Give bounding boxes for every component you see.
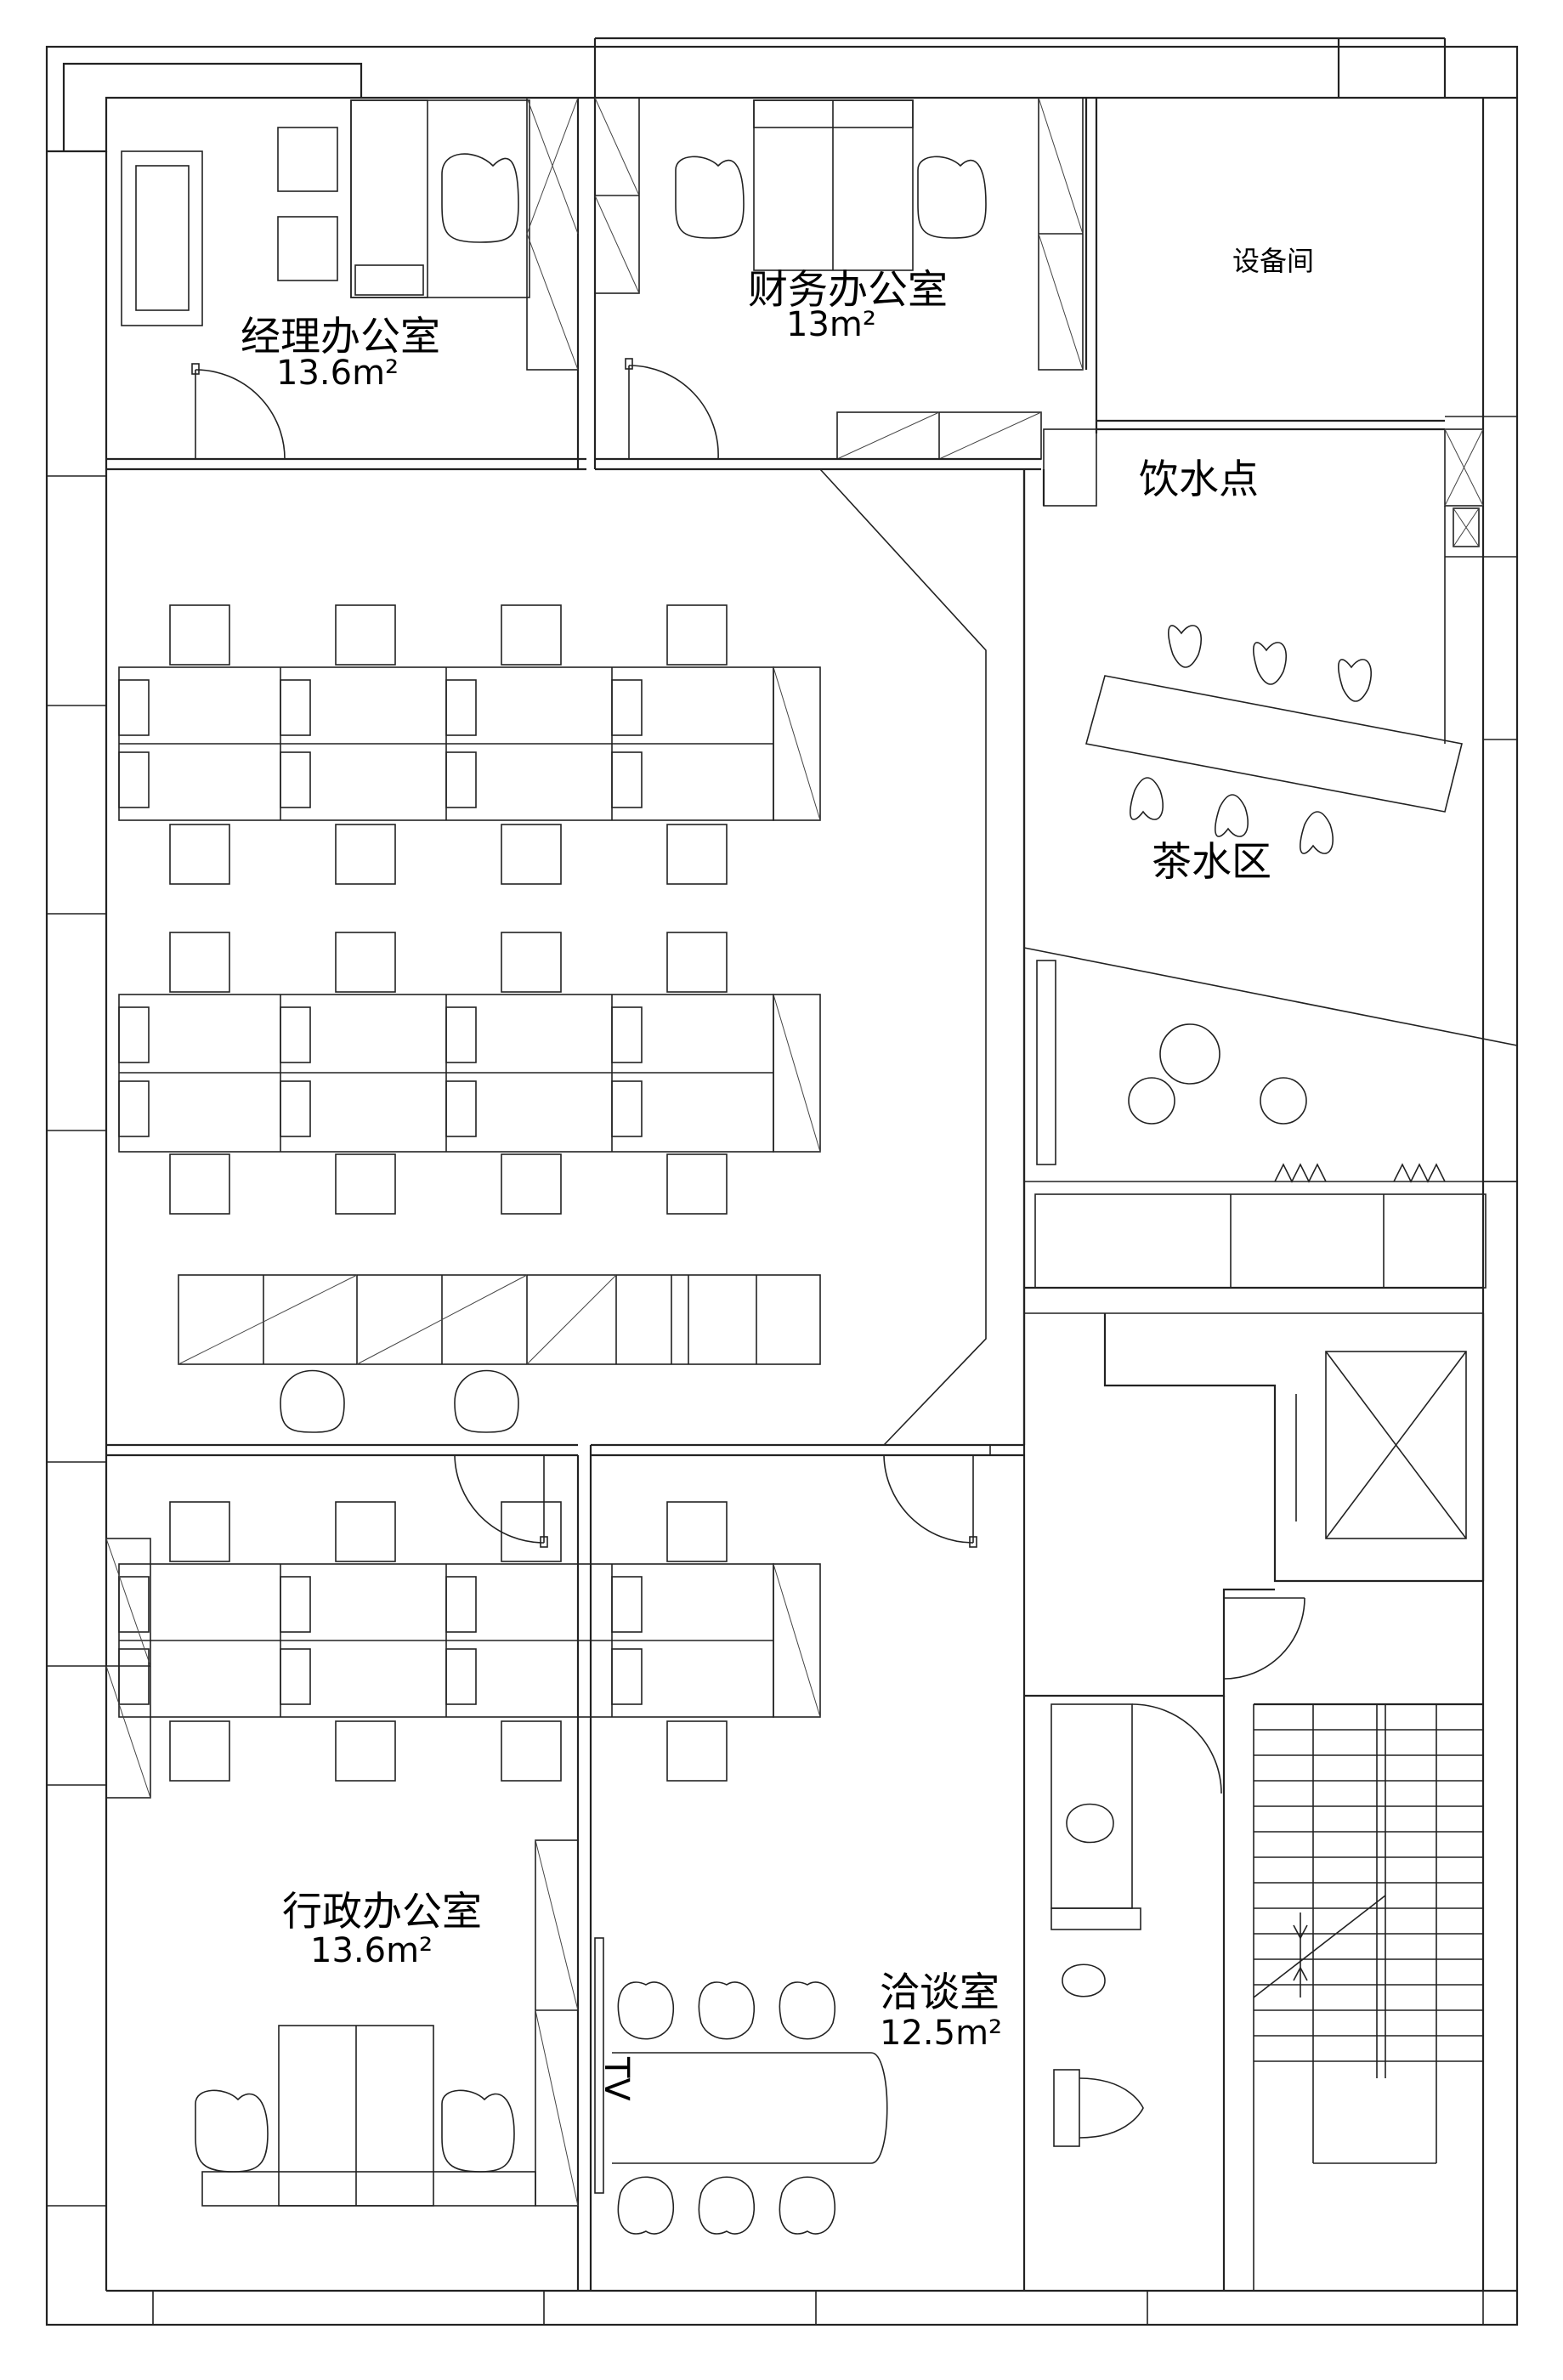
storage-bench <box>178 1274 821 1433</box>
meeting-room <box>591 1443 1025 2235</box>
tea-area <box>819 428 1518 1446</box>
admin-office-name: 行政办公室 <box>282 1889 482 1935</box>
finance-office-name: 财务办公室 <box>748 267 948 314</box>
manager-office-name: 经理办公室 <box>241 314 440 360</box>
equipment-room <box>1043 419 1445 507</box>
workstation-row <box>118 1501 821 1782</box>
elevator <box>1103 1313 1485 1583</box>
workstation-row <box>118 932 821 1215</box>
room-labels: 经理办公室 13.6m² 财务办公室 13m² 设备间 饮水点 茶水区 行政办公… <box>241 245 1314 2101</box>
admin-office-area: 13.6m² <box>310 1931 433 1970</box>
admin-office <box>105 1443 592 2291</box>
finance-office-area: 13m² <box>786 305 876 344</box>
tea-area-name: 茶水区 <box>1152 839 1271 886</box>
bar-stools <box>1130 625 1373 854</box>
manager-office-area: 13.6m² <box>276 354 399 393</box>
meeting-room-name: 洽谈室 <box>880 1969 1000 2016</box>
storage-cabinets <box>1024 1193 1487 1314</box>
equipment-room-name: 设备间 <box>1232 245 1314 277</box>
workstation-row <box>118 604 821 885</box>
water-point-name: 饮水点 <box>1139 456 1259 503</box>
tv-label: TV <box>597 2056 636 2101</box>
restroom <box>1022 1445 1305 2291</box>
manager-office <box>106 97 597 471</box>
staircase <box>1253 1703 1483 2291</box>
stair-treads <box>1254 1729 1483 2062</box>
finance-office <box>594 97 1098 471</box>
meeting-room-area: 12.5m² <box>880 2014 1002 2053</box>
